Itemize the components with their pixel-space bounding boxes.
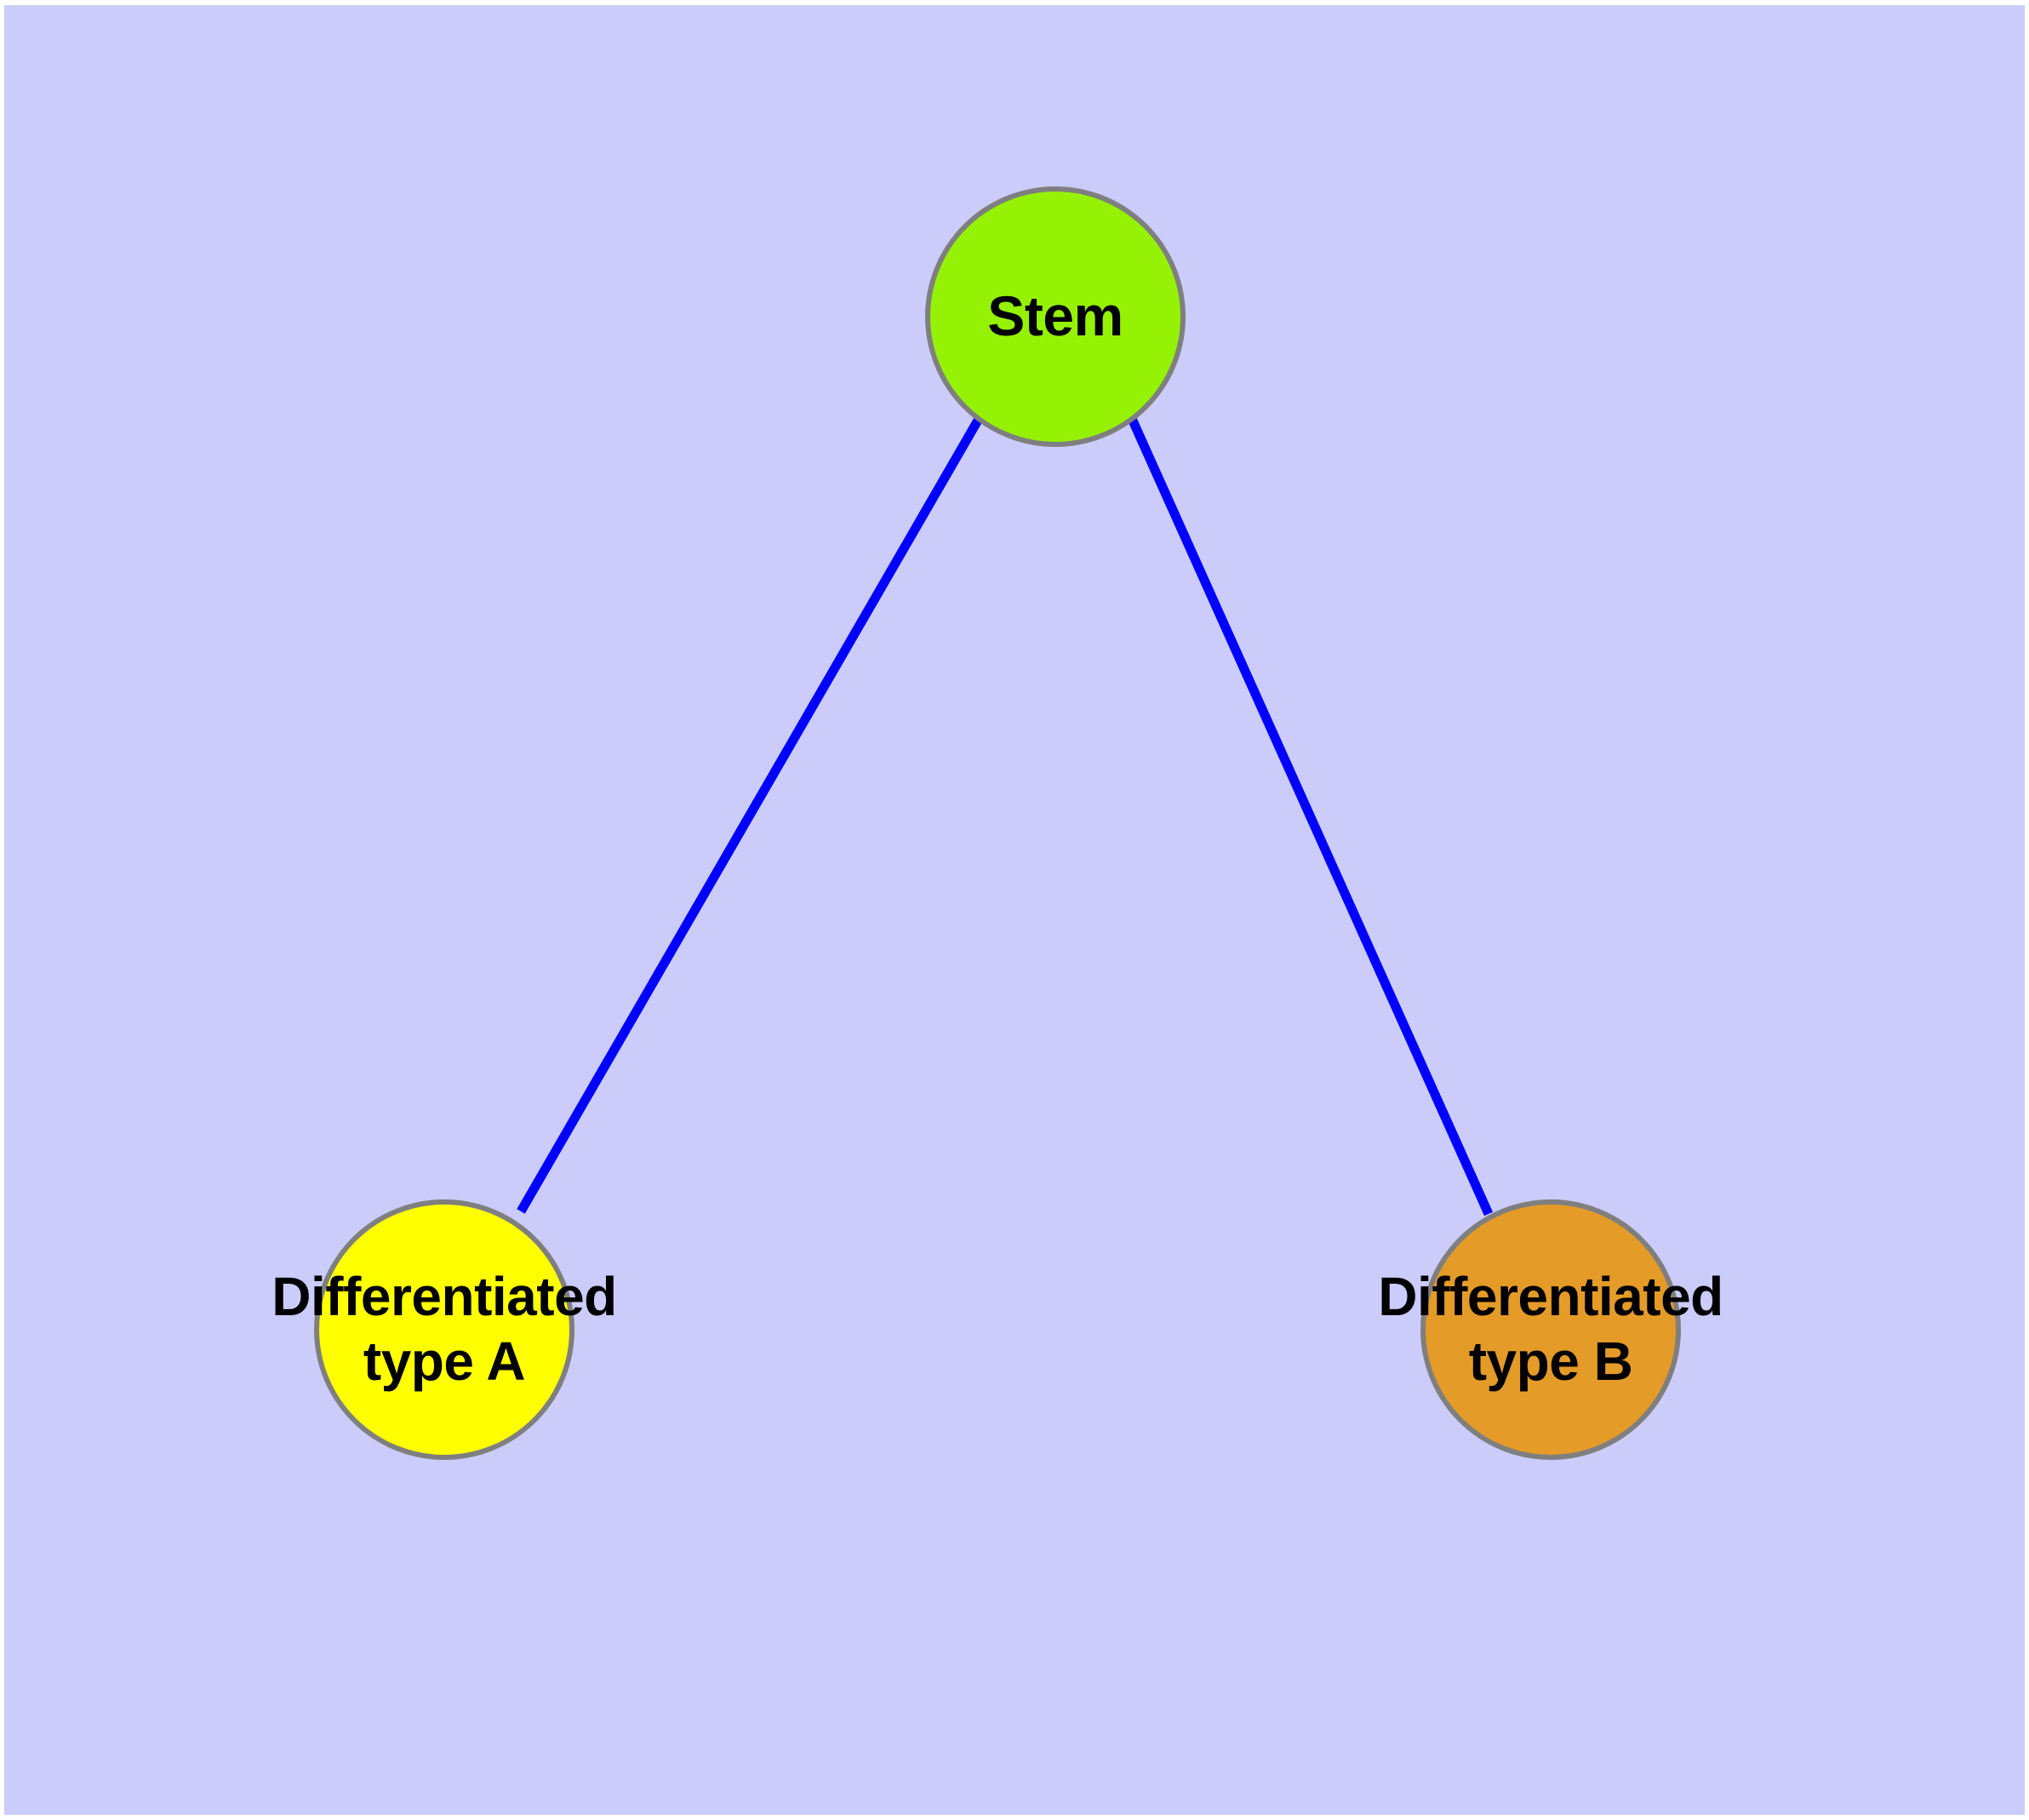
edge-stem-to-differentiated-type-b[interactable] xyxy=(1127,416,1494,1216)
node-circle-differentiated-type-a[interactable] xyxy=(314,1199,574,1460)
edge-layer xyxy=(517,416,1494,1216)
node-layer xyxy=(314,186,1681,1460)
node-circle-stem[interactable] xyxy=(925,186,1186,447)
edge-stem-to-differentiated-type-a[interactable] xyxy=(517,416,983,1214)
node-circle-differentiated-type-b[interactable] xyxy=(1420,1199,1681,1460)
